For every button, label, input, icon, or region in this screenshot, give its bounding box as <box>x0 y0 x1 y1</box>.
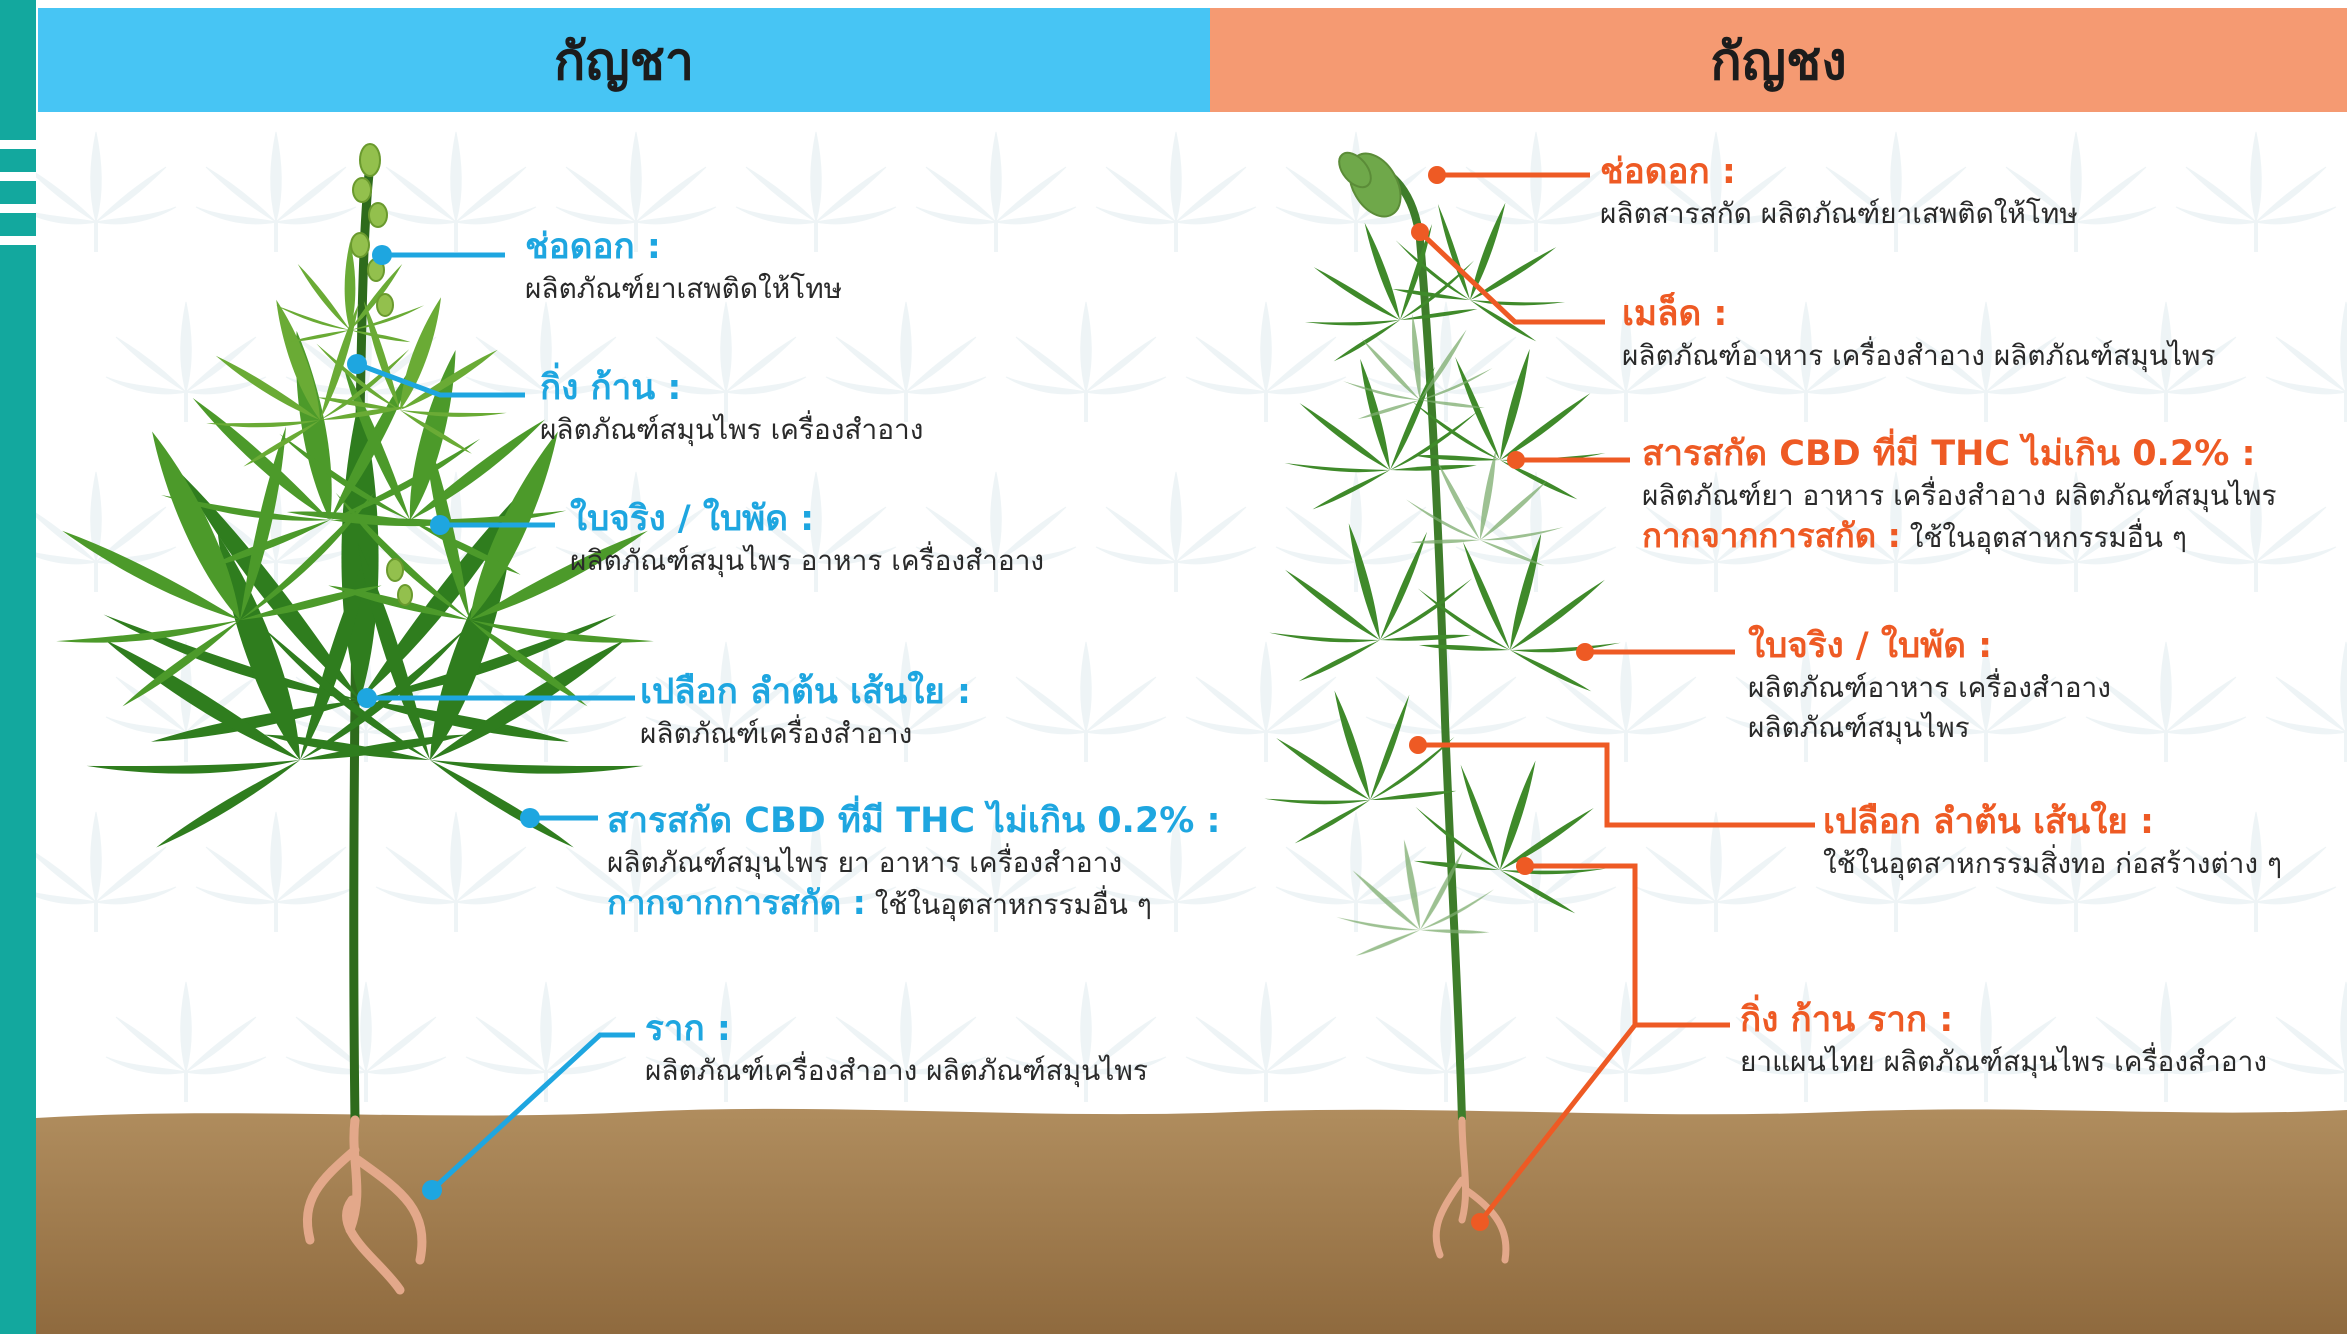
left-accent-bar <box>0 0 36 1334</box>
header-hemp: กัญชง <box>1210 8 2347 112</box>
cannabis-branch-title: กิ่ง ก้าน : <box>540 368 682 408</box>
cannabis-bark-label: เปลือก ลำต้น เส้นใย : ผลิตภัณฑ์เครื่องสำ… <box>640 670 971 754</box>
cannabis-cbd-desc: ผลิตภัณฑ์สมุนไพร ยา อาหาร เครื่องสำอาง <box>607 846 1123 879</box>
cannabis-leader-dots <box>347 245 540 1200</box>
hemp-cbd-title: สารสกัด CBD ที่มี THC ไม่เกิน 0.2% : <box>1642 434 2256 474</box>
cannabis-root-title: ราก : <box>645 1009 731 1049</box>
hemp-leaf-label: ใบจริง / ใบพัด : ผลิตภัณฑ์อาหาร เครื่องส… <box>1748 624 2111 748</box>
cannabis-flower-title: ช่อดอก : <box>525 227 661 267</box>
hemp-leaf-desc-1: ผลิตภัณฑ์อาหาร เครื่องสำอาง <box>1748 671 2111 704</box>
cannabis-leaf-desc: ผลิตภัณฑ์สมุนไพร อาหาร เครื่องสำอาง <box>570 544 1045 577</box>
header-cannabis-title: กัญชา <box>553 31 695 92</box>
accent-line <box>0 236 36 245</box>
cannabis-residue-desc: ใช้ในอุตสาหกรรมอื่น ๆ <box>874 888 1152 921</box>
hemp-bark-label: เปลือก ลำต้น เส้นใย : ใช้ในอุตสาหกรรมสิ่… <box>1823 800 2282 884</box>
cannabis-bark-desc: ผลิตภัณฑ์เครื่องสำอาง <box>640 717 913 750</box>
cannabis-branch-label: กิ่ง ก้าน : ผลิตภัณฑ์สมุนไพร เครื่องสำอา… <box>540 366 923 450</box>
cannabis-flower-label: ช่อดอก : ผลิตภัณฑ์ยาเสพติดให้โทษ <box>525 225 842 309</box>
hemp-branch-root-desc: ยาแผนไทย ผลิตภัณฑ์สมุนไพร เครื่องสำอาง <box>1740 1045 2268 1078</box>
hemp-flower-title: ช่อดอก : <box>1600 152 1736 192</box>
cannabis-root-desc: ผลิตภัณฑ์เครื่องสำอาง ผลิตภัณฑ์สมุนไพร <box>645 1054 1148 1087</box>
cannabis-flower-desc: ผลิตภัณฑ์ยาเสพติดให้โทษ <box>525 272 843 305</box>
accent-line <box>0 140 36 149</box>
hemp-bark-title: เปลือก ลำต้น เส้นใย : <box>1823 802 2154 842</box>
hemp-branch-root-title: กิ่ง ก้าน ราก : <box>1740 1000 1954 1040</box>
hemp-bark-desc: ใช้ในอุตสาหกรรมสิ่งทอ ก่อสร้างต่าง ๆ <box>1823 847 2282 880</box>
hemp-residue-label: กากจากการสกัด : <box>1642 516 1901 555</box>
hemp-seed-title: เมล็ด : <box>1622 294 1728 334</box>
hemp-seed-desc: ผลิตภัณฑ์อาหาร เครื่องสำอาง ผลิตภัณฑ์สมุ… <box>1622 339 2216 372</box>
hemp-cbd-desc: ผลิตภัณฑ์ยา อาหาร เครื่องสำอาง ผลิตภัณฑ์… <box>1642 479 2277 512</box>
cannabis-bark-title: เปลือก ลำต้น เส้นใย : <box>640 672 971 712</box>
soil-ground <box>36 1108 2347 1334</box>
hemp-residue-desc: ใช้ในอุตสาหกรรมอื่น ๆ <box>1909 521 2187 554</box>
hemp-flower-desc: ผลิตสารสกัด ผลิตภัณฑ์ยาเสพติดให้โทษ <box>1600 197 2078 230</box>
cannabis-cbd-title: สารสกัด CBD ที่มี THC ไม่เกิน 0.2% : <box>607 801 1221 841</box>
cannabis-root-label: ราก : ผลิตภัณฑ์เครื่องสำอาง ผลิตภัณฑ์สมุ… <box>645 1007 1148 1091</box>
hemp-plant <box>1239 151 1643 1264</box>
hemp-cbd-label: สารสกัด CBD ที่มี THC ไม่เกิน 0.2% : ผลิ… <box>1642 432 2277 558</box>
accent-line <box>0 204 36 213</box>
hemp-leader-dots <box>1409 166 1594 1231</box>
hemp-flower-label: ช่อดอก : ผลิตสารสกัด ผลิตภัณฑ์ยาเสพติดให… <box>1600 150 2078 234</box>
hemp-leaf-desc-2: ผลิตภัณฑ์สมุนไพร <box>1748 711 1970 744</box>
cannabis-leaf-title: ใบจริง / ใบพัด : <box>570 499 815 539</box>
cannabis-residue-label: กากจากการสกัด : <box>607 883 866 922</box>
hemp-branch-root-label: กิ่ง ก้าน ราก : ยาแผนไทย ผลิตภัณฑ์สมุนไพ… <box>1740 998 2267 1082</box>
cannabis-branch-desc: ผลิตภัณฑ์สมุนไพร เครื่องสำอาง <box>540 413 924 446</box>
hemp-leaf-title: ใบจริง / ใบพัด : <box>1748 626 1993 666</box>
accent-line <box>0 172 36 181</box>
cannabis-plant <box>0 143 717 1295</box>
hemp-seed-label: เมล็ด : ผลิตภัณฑ์อาหาร เครื่องสำอาง ผลิต… <box>1622 292 2216 376</box>
header-hemp-title: กัญชง <box>1710 31 1847 92</box>
cannabis-cbd-label: สารสกัด CBD ที่มี THC ไม่เกิน 0.2% : ผลิ… <box>607 799 1220 925</box>
cannabis-leaf-label: ใบจริง / ใบพัด : ผลิตภัณฑ์สมุนไพร อาหาร … <box>570 497 1044 581</box>
hemp-leader-lines <box>1418 172 1815 1224</box>
header-cannabis: กัญชา <box>38 8 1210 112</box>
cannabis-leader-lines <box>356 252 635 1192</box>
